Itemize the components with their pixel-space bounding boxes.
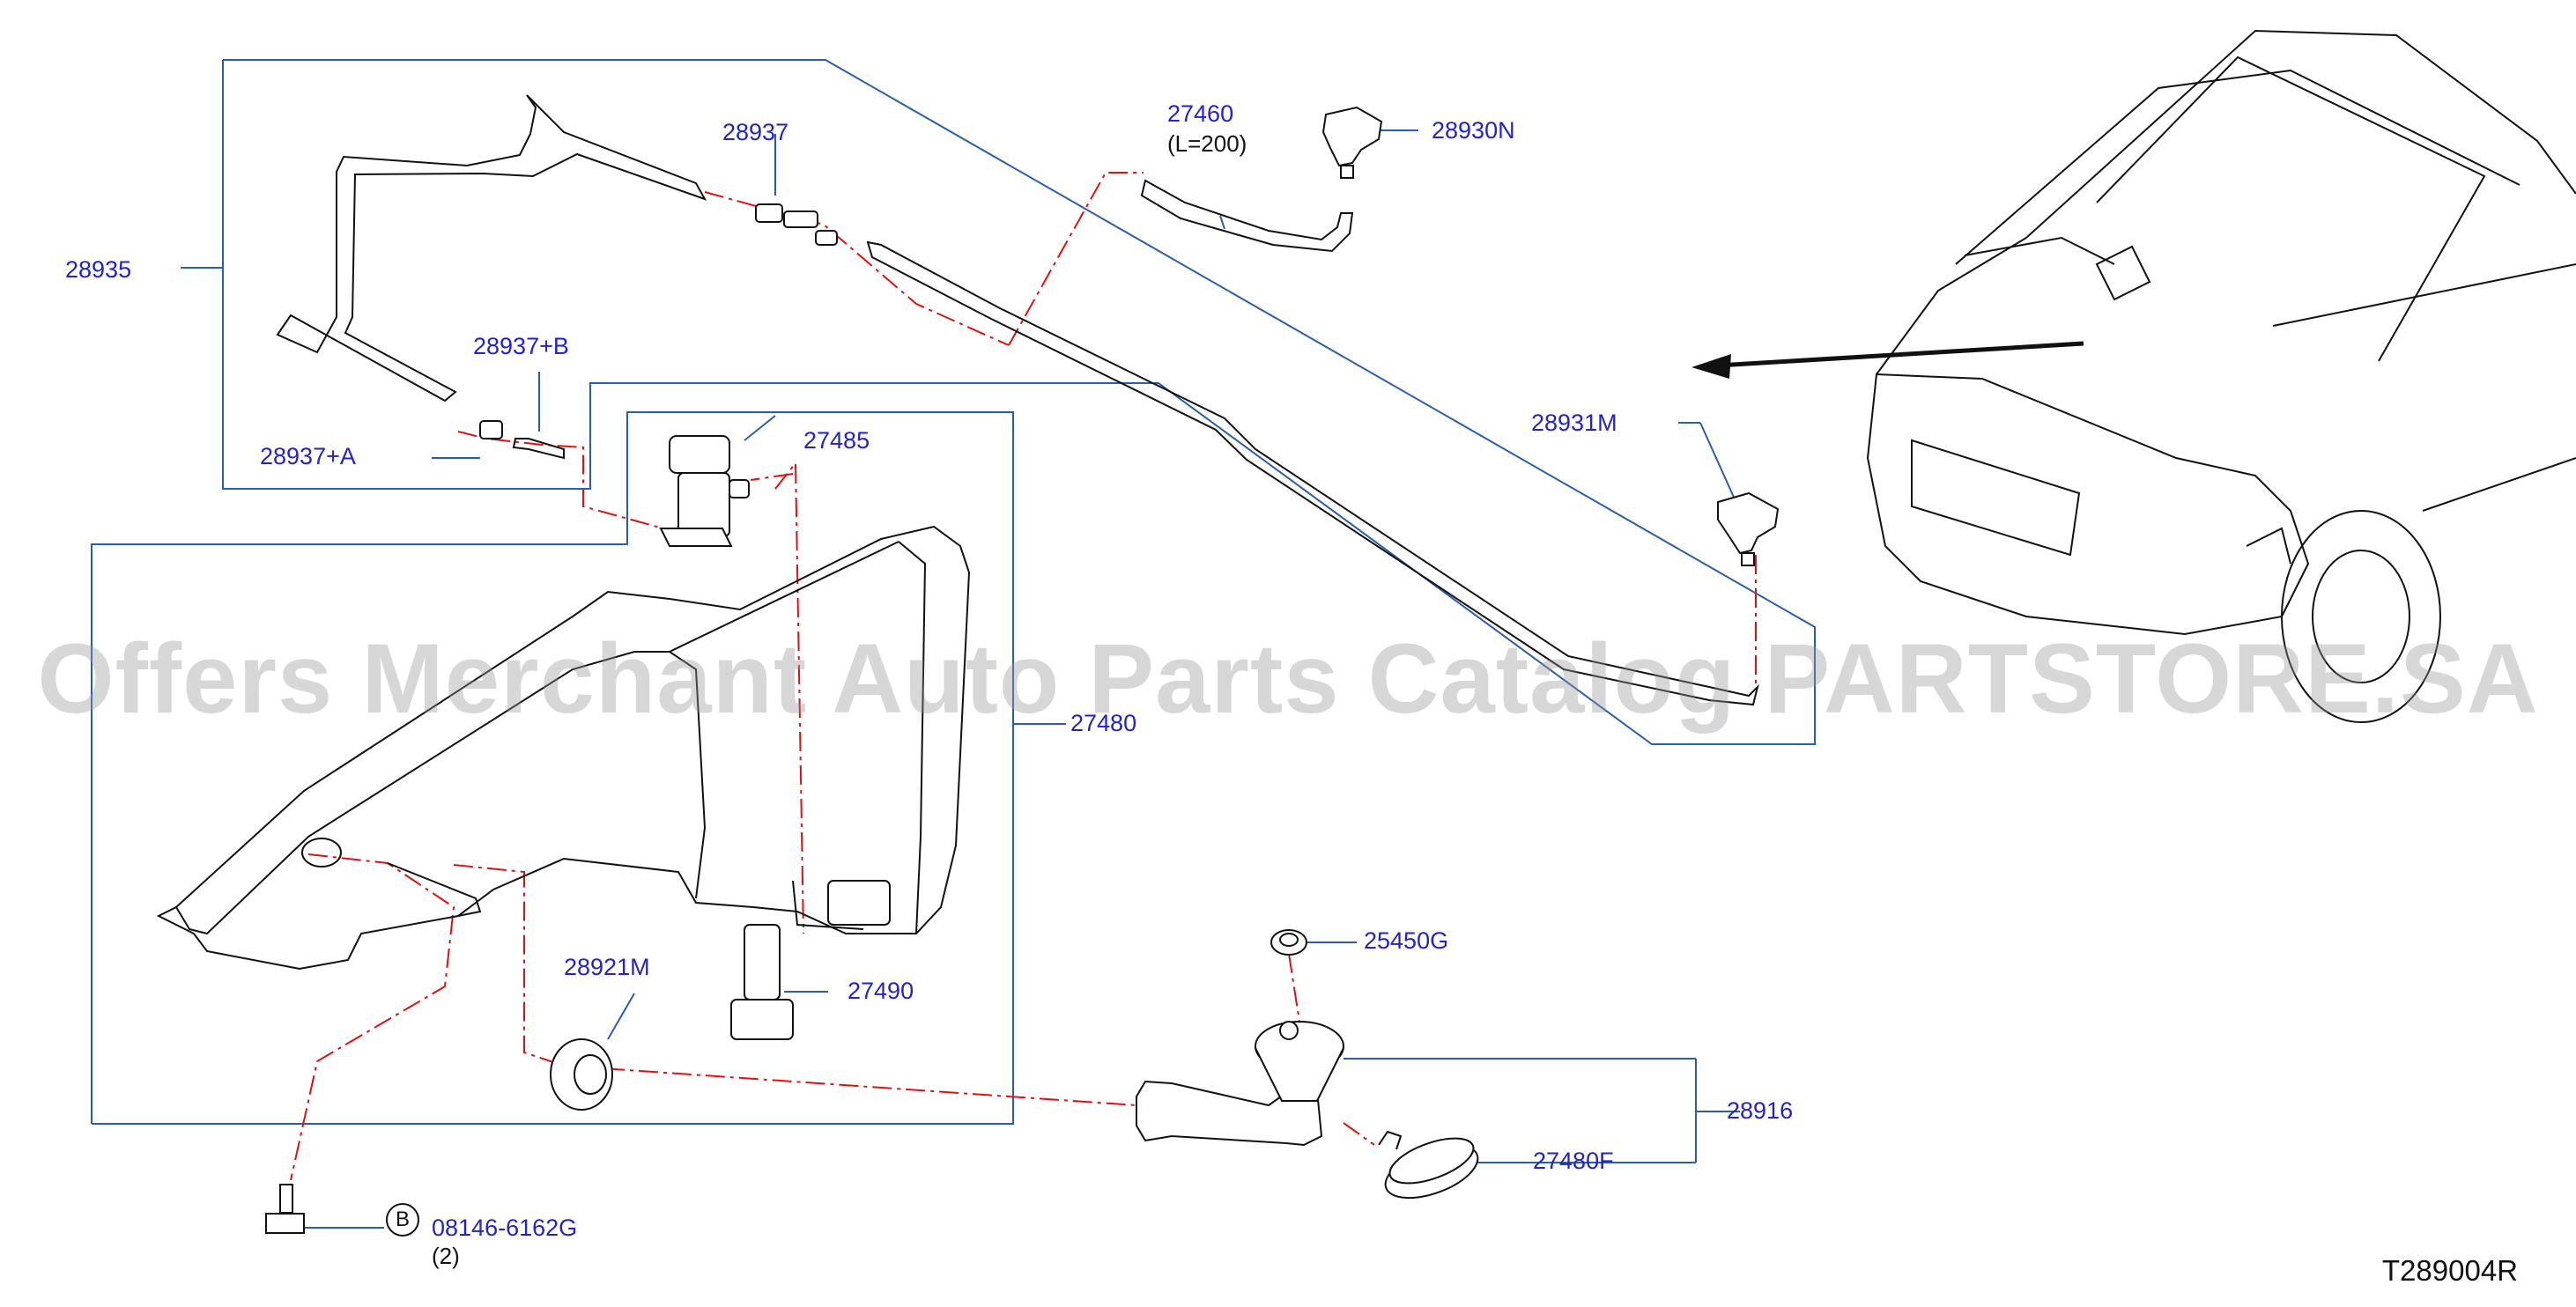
watermark: Offers Merchant Auto Parts Catalog PARTS… bbox=[37, 624, 2539, 734]
label-28935[interactable]: 28935 bbox=[65, 256, 132, 283]
diagram-code: T289004R bbox=[2381, 1254, 2518, 1287]
group-frames bbox=[91, 59, 1816, 1125]
label-28921M[interactable]: 28921M bbox=[564, 954, 650, 980]
hose-main bbox=[866, 240, 1759, 706]
vehicle-overview bbox=[1866, 29, 2576, 723]
label-27480F[interactable]: 27480F bbox=[1533, 1148, 1614, 1174]
label-27490[interactable]: 27490 bbox=[848, 978, 914, 1004]
label-28930N[interactable]: 28930N bbox=[1432, 117, 1515, 144]
label-28937-a[interactable]: 28937+A bbox=[260, 443, 356, 469]
label-27460[interactable]: 27460 bbox=[1167, 100, 1234, 127]
label-28937-b[interactable]: 28937+B bbox=[473, 333, 569, 359]
label-28916[interactable]: 28916 bbox=[1727, 1097, 1794, 1124]
bolt-reference-badge: B bbox=[386, 1203, 419, 1237]
hose-27460 bbox=[1140, 179, 1354, 253]
leader-lines bbox=[181, 129, 1741, 1229]
frame-tank-group bbox=[91, 411, 1014, 1125]
label-27485[interactable]: 27485 bbox=[803, 427, 870, 454]
label-bolt-qty: (2) bbox=[432, 1243, 460, 1269]
label-28937[interactable]: 28937 bbox=[722, 119, 789, 145]
label-27480[interactable]: 27480 bbox=[1070, 710, 1137, 736]
grommet-28921M bbox=[550, 1038, 613, 1111]
connection-lines bbox=[290, 172, 1757, 1181]
tank-27480 bbox=[156, 525, 971, 971]
hose-short bbox=[512, 438, 565, 460]
label-08146-6162G[interactable]: 08146-6162G bbox=[432, 1215, 578, 1241]
nozzle-28930N bbox=[1321, 106, 1383, 179]
clip-25450G bbox=[1270, 929, 1307, 956]
pump-27485 bbox=[659, 435, 750, 547]
filler-neck-28916 bbox=[1136, 1021, 1344, 1147]
bolt-08146 bbox=[265, 1184, 305, 1234]
washer-hoses bbox=[276, 94, 1759, 706]
cap-27480F bbox=[1378, 1130, 1479, 1200]
nozzle-28931M bbox=[1717, 491, 1780, 566]
connector-28937 bbox=[479, 203, 838, 439]
label-27460-length: (L=200) bbox=[1167, 130, 1247, 157]
hose-28935 bbox=[276, 94, 707, 402]
label-28931M[interactable]: 28931M bbox=[1531, 410, 1617, 436]
label-25450G[interactable]: 25450G bbox=[1364, 927, 1449, 954]
direction-arrow bbox=[1691, 341, 2084, 379]
filter-27490 bbox=[730, 924, 794, 1040]
